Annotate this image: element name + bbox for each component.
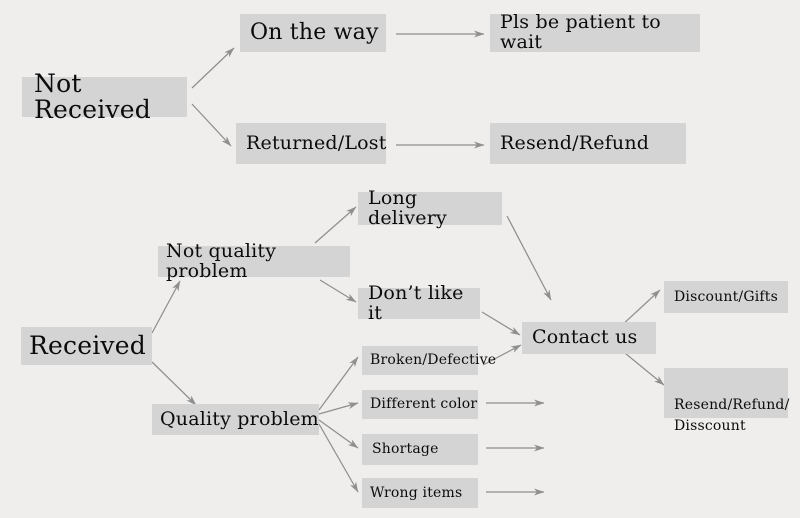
edge-contact-us-to-resend-refund-disscount (619, 348, 665, 386)
edge-received-to-quality-problem (151, 361, 197, 406)
node-shortage[interactable]: Shortage (362, 434, 478, 465)
node-label: Contact us (532, 326, 638, 349)
node-label: Resend/Refund/ Disscount (674, 396, 790, 435)
node-label: Long delivery (368, 186, 447, 229)
edge-dont-like-it-to-contact-us (481, 311, 521, 336)
node-pls-be-patient-to-wait[interactable]: Pls be patient to wait (490, 11, 700, 53)
edge-long-delivery-to-contact-us (506, 215, 552, 301)
node-different-color[interactable]: Different color (362, 390, 478, 419)
node-dont-like-it[interactable]: Don’t like it (358, 283, 480, 322)
node-returned-lost[interactable]: Returned/Lost (236, 123, 386, 164)
node-label: Don’t like it (368, 281, 464, 324)
edge-quality-problem-to-wrong-items (318, 423, 359, 493)
edge-not-received-to-on-the-way (191, 47, 235, 89)
node-resend-refund-disscount[interactable]: Resend/Refund/ Disscount (664, 368, 789, 434)
node-label: Resend/Refund (500, 131, 650, 154)
edge-not-quality-problem-to-dont-like-it (319, 279, 357, 303)
node-label: Returned/Lost (246, 131, 387, 154)
node-label: Quality problem (160, 407, 319, 430)
node-label: Not Received (34, 68, 151, 124)
node-on-the-way[interactable]: On the way (240, 14, 386, 52)
node-not-quality-problem[interactable]: Not quality problem (158, 241, 350, 280)
node-label: Wrong items (370, 484, 463, 501)
node-label: Shortage (372, 441, 439, 458)
node-wrong-items[interactable]: Wrong items (362, 478, 478, 508)
node-broken-defective[interactable]: Broken/Defective (362, 346, 497, 375)
node-label: Not quality problem (166, 239, 277, 282)
edge-quality-problem-to-shortage (318, 419, 359, 449)
node-label: Different color (370, 396, 478, 413)
edge-not-quality-problem-to-long-delivery (314, 206, 357, 244)
node-discount-gifts[interactable]: Discount/Gifts (664, 281, 788, 313)
node-received[interactable]: Received (21, 327, 152, 365)
node-resend-refund[interactable]: Resend/Refund (490, 123, 686, 164)
node-contact-us[interactable]: Contact us (522, 322, 656, 354)
edge-quality-problem-to-different-color (318, 402, 359, 415)
edge-not-received-to-returned-lost (191, 103, 232, 147)
node-long-delivery[interactable]: Long delivery (358, 188, 502, 227)
edge-quality-problem-to-broken-defective (318, 356, 359, 411)
node-quality-problem[interactable]: Quality problem (152, 404, 319, 435)
node-label: Received (29, 330, 146, 360)
node-label: Discount/Gifts (674, 288, 778, 305)
node-not-received[interactable]: Not Received (22, 70, 187, 123)
node-label: Pls be patient to wait (500, 11, 661, 53)
node-label: On the way (250, 20, 379, 46)
node-label: Broken/Defective (370, 352, 497, 369)
edge-received-to-not-quality-problem (151, 280, 181, 334)
